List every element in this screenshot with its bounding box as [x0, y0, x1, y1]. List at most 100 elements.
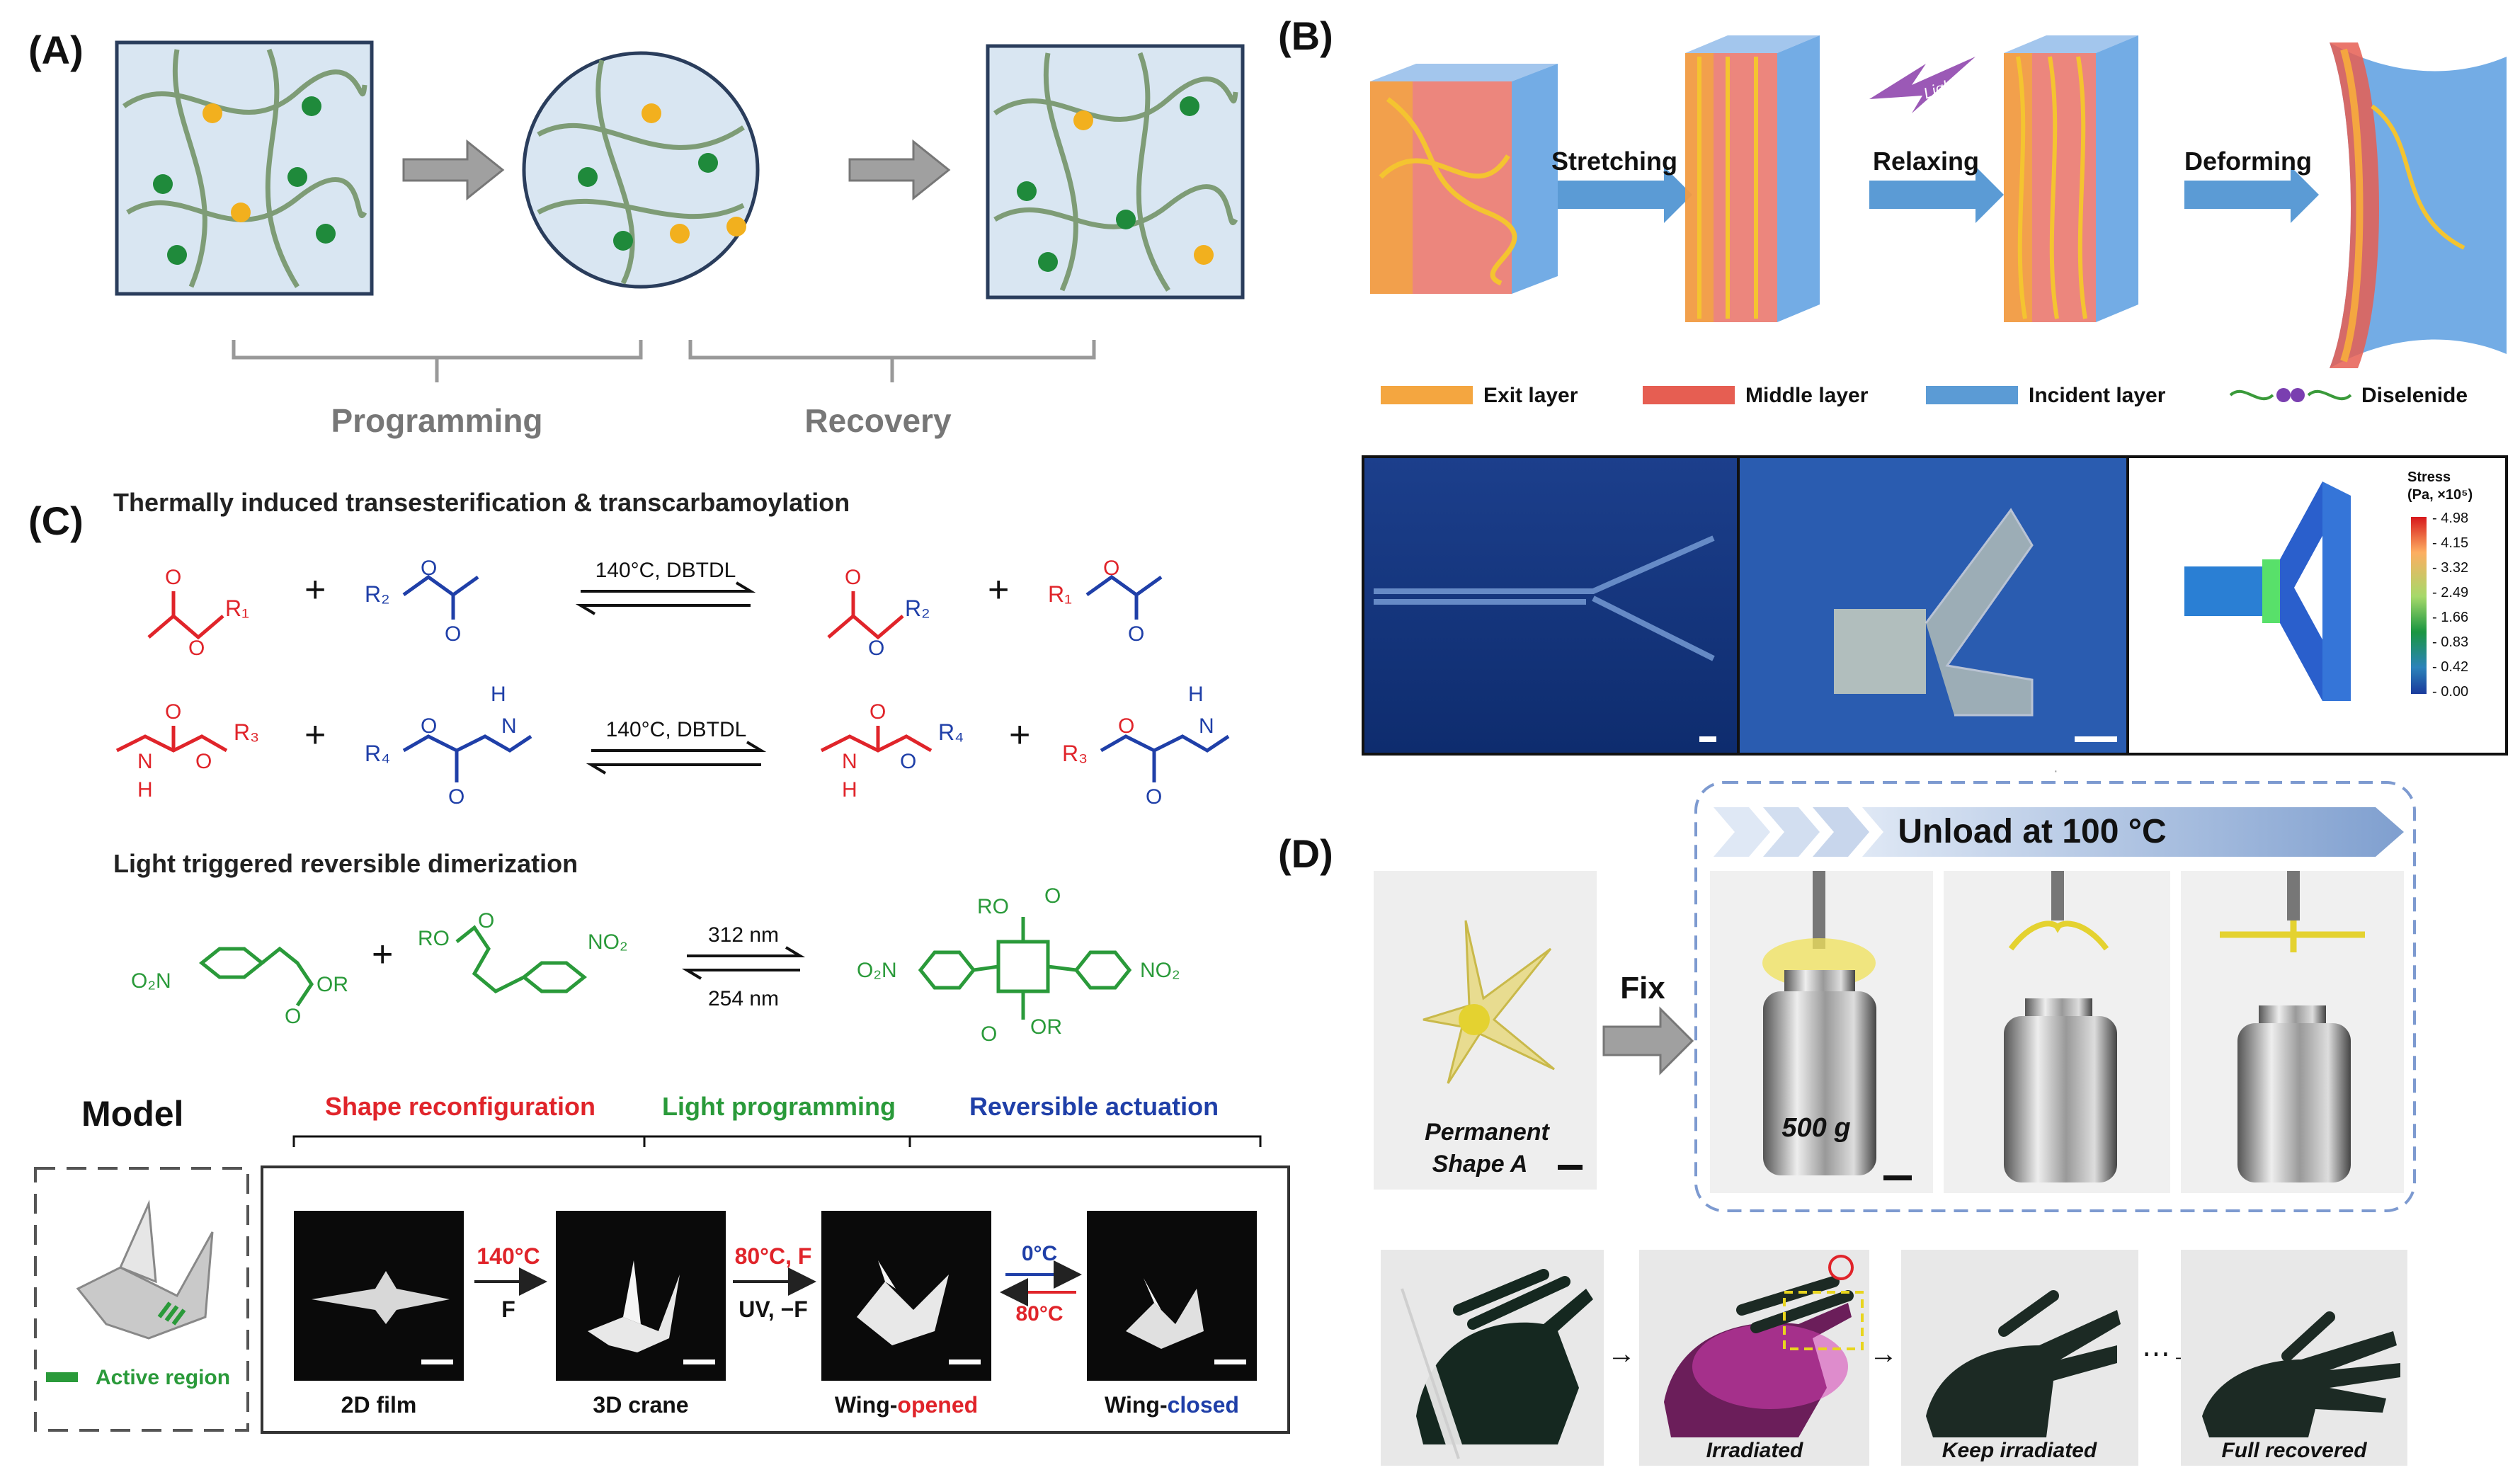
panel-d: (D) Unload at 100 °C Permanent Shape A F… — [1278, 781, 2416, 1466]
atom-h: H — [137, 778, 153, 802]
photo-y-strip — [1362, 455, 1740, 756]
atom-o: O — [981, 1022, 997, 1046]
label-80c-f: 80°C, F — [735, 1243, 812, 1269]
permanent-line-1: Permanent — [1425, 1119, 1550, 1146]
atom-o: O — [285, 1005, 301, 1028]
legend-incident-layer: Incident layer — [2029, 384, 2166, 407]
atom-r3: R₃ — [234, 719, 259, 745]
colorbar-tick-label: - 0.83 — [2432, 634, 2468, 650]
photo-permanent-shape: Permanent Shape A — [1374, 871, 1597, 1190]
label-force: F — [501, 1296, 515, 1322]
arrow-relaxing — [1869, 166, 2004, 223]
plus-sign: + — [988, 569, 1009, 610]
caption-full-recovered: Full recovered — [2221, 1439, 2367, 1462]
condition-1: 140°C, DBTDL — [595, 559, 736, 582]
atom-r4: R₄ — [938, 719, 964, 745]
atom-no2: NO₂ — [1140, 959, 1180, 982]
atom-n: N — [1199, 714, 1214, 738]
photo-3d-crane — [556, 1211, 726, 1381]
colorbar-tick-label: - 0.00 — [2432, 684, 2468, 700]
photo-weight-held: 500 g — [1710, 871, 1933, 1193]
caption-keep-irradiated: Keep irradiated — [1942, 1439, 2097, 1462]
header-reversible-actuation: Reversible actuation — [969, 1092, 1219, 1121]
photo-stress-map: Stress (Pa, ×10⁵) - 4.98- 4.15- 3.32- 2.… — [2126, 455, 2508, 756]
label-recovery: Recovery — [804, 402, 952, 439]
photo-2d-film — [294, 1211, 464, 1381]
atom-o: O — [845, 566, 861, 589]
arrow-deforming — [2184, 166, 2319, 223]
step-relaxing: Relaxing — [1873, 147, 1979, 176]
label-0c: 0°C — [1022, 1242, 1057, 1265]
fix-arrow — [1602, 1006, 1694, 1076]
panel-a-label: (A) — [28, 28, 84, 72]
photo-wing-closed — [1087, 1211, 1257, 1381]
atom-o: O — [445, 622, 461, 646]
atom-no2: NO₂ — [588, 930, 628, 954]
model-brace — [292, 1135, 1262, 1147]
label-80c: 80°C — [1015, 1302, 1063, 1326]
atom-o: O — [900, 750, 916, 773]
atom-h: H — [842, 778, 857, 802]
block-1 — [1370, 64, 1558, 294]
reaction-1: O O R₁ + R₂ O O 140°C, DBTDL O O R₂ + R₁… — [147, 557, 1163, 660]
colorbar-tick-label: - 2.49 — [2432, 585, 2468, 600]
legend-middle-layer: Middle layer — [1745, 384, 1869, 407]
brace-recovery — [688, 340, 1096, 382]
reaction-3: O₂N O OR + RO O NO₂ 312 nm 254 nm O₂N RO… — [131, 884, 1180, 1046]
unload-dashed-box — [1694, 781, 2416, 1212]
photo-wing-opened — [821, 1211, 991, 1381]
photo-weight-recovered — [2181, 871, 2404, 1193]
arrow-140c: 140°C F — [474, 1243, 547, 1322]
header-light-programming: Light programming — [662, 1092, 896, 1121]
atom-o: O — [165, 700, 181, 724]
atom-or: OR — [317, 973, 348, 996]
block-deformed — [2330, 42, 2507, 368]
fix-label: Fix — [1620, 971, 1665, 1005]
atom-h: H — [491, 683, 506, 706]
step-stretching: Stretching — [1551, 147, 1677, 176]
atom-r2: R₂ — [905, 595, 930, 621]
colorbar-unit: (Pa, ×10⁵) — [2407, 487, 2473, 503]
reaction-2: O N H O R₃ + R₄ O O N H 140°C, DBTDL O N… — [115, 683, 1230, 809]
panel-b: (B) Stretching Light — [1278, 13, 2508, 779]
atom-o2n: O₂N — [857, 959, 897, 982]
colorbar-tick-label: - 4.15 — [2432, 535, 2468, 551]
photo-hand-3: Keep irradiated — [1901, 1250, 2138, 1466]
atom-n: N — [501, 714, 517, 738]
photo-hand-1 — [1381, 1250, 1604, 1466]
hand-arrow-2: → — [1869, 1338, 1898, 1369]
model-sequence-box — [261, 1165, 1290, 1434]
arrow-reversible: 0°C 80°C — [1000, 1242, 1082, 1326]
heading-dimerization: Light triggered reversible dimerization — [113, 849, 578, 878]
atom-o: O — [1146, 785, 1162, 809]
hand-arrow-1: → — [1607, 1338, 1636, 1369]
atom-n: N — [842, 750, 857, 773]
photo-weight-released — [1944, 871, 2170, 1193]
banner-text: Unload at 100 °C — [1898, 813, 2166, 850]
atom-o: O — [1044, 884, 1061, 908]
network-circle — [522, 51, 760, 289]
condition-254nm: 254 nm — [708, 987, 779, 1010]
active-region-label: Active region — [96, 1366, 230, 1389]
atom-o: O — [1103, 557, 1119, 580]
caption-3d-crane: 3D crane — [593, 1392, 688, 1418]
atom-h: H — [1188, 683, 1204, 706]
block-2 — [1685, 35, 1820, 322]
atom-n: N — [137, 750, 153, 773]
header-shape-reconfiguration: Shape reconfiguration — [325, 1092, 595, 1121]
atom-r1: R₁ — [225, 595, 249, 621]
atom-o: O — [870, 700, 886, 724]
atom-o: O — [195, 750, 212, 773]
label-uv-minus-f: UV, −F — [739, 1296, 808, 1322]
legend-diselenide: Diselenide — [2361, 384, 2468, 407]
heading-transesterification: Thermally induced transesterification & … — [113, 488, 850, 517]
panel-c-label: (C) — [28, 498, 84, 543]
atom-o: O — [165, 566, 181, 589]
atom-r3: R₃ — [1062, 741, 1088, 766]
network-square-2 — [986, 44, 1245, 300]
light-bolt: Light — [1869, 57, 1975, 113]
atom-r1: R₁ — [1048, 581, 1072, 607]
caption-2d-film: 2D film — [341, 1392, 417, 1418]
condition-312nm: 312 nm — [708, 923, 779, 947]
